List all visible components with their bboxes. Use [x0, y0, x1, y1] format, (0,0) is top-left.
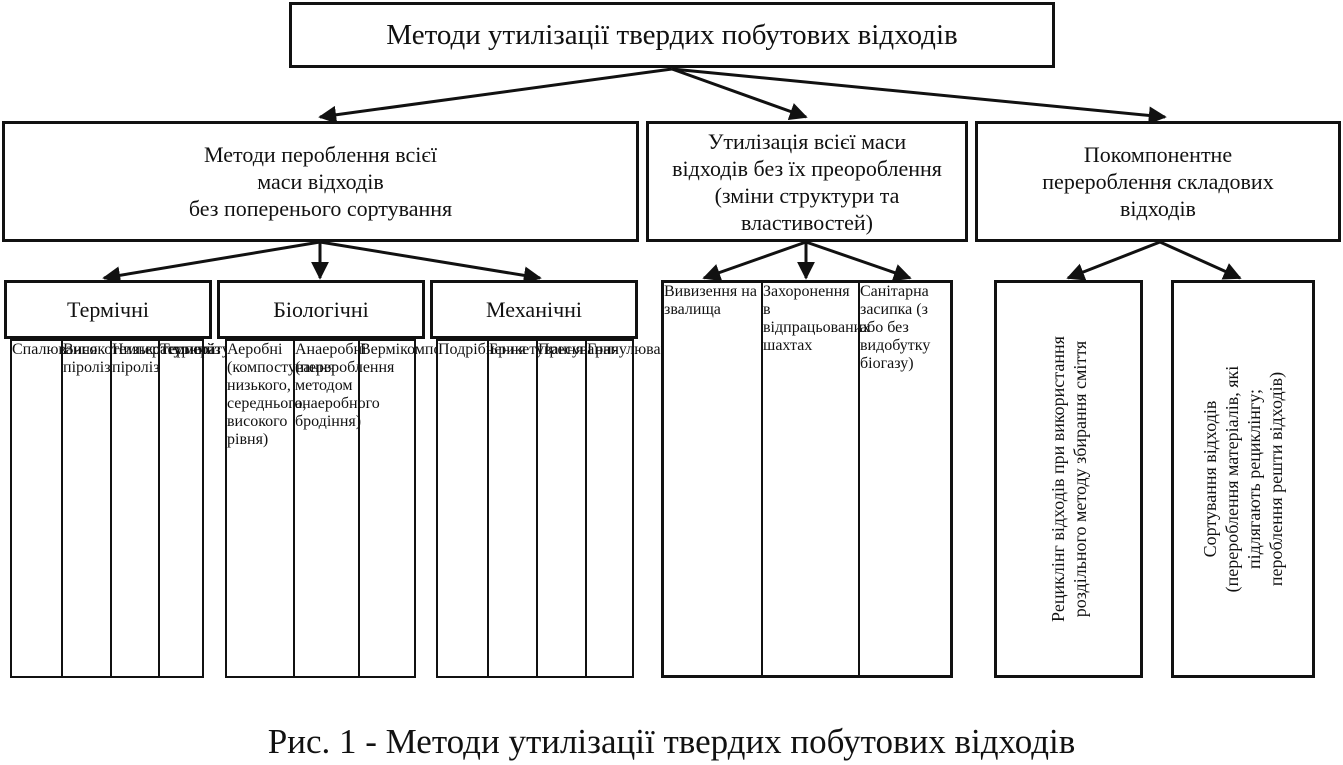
- leaf-item: Вермікомпостування: [358, 341, 503, 676]
- leaf-item: Подрібнення: [438, 341, 526, 676]
- figure-caption: Рис. 1 - Методи утилізації твердих побут…: [267, 722, 1076, 761]
- leaf-item-label: Анаеробні (перероблення методом анаеробн…: [295, 341, 395, 430]
- branch-bulk-processing-label: Методи пероблення всієї маси відходів бе…: [188, 142, 453, 221]
- leaf-item-label: Термоліз: [160, 341, 221, 358]
- diagram-title-text: Методи утилізації твердих побутових відх…: [386, 18, 958, 51]
- arrow: [671, 67, 808, 121]
- leaf-item: Спалювання: [12, 341, 97, 676]
- group-thermal: Термічні: [4, 280, 212, 339]
- branch-component-processing: Покомпонентне перероблення складових від…: [975, 121, 1341, 242]
- leaf-item-label: Високотемпературний піроліз: [63, 341, 216, 376]
- connector-arrows: [102, 67, 1242, 285]
- leaf-item: Термоліз: [158, 341, 221, 676]
- branch-bulk-processing: Методи пероблення всієї маси відходів бе…: [2, 121, 639, 242]
- arrow: [1159, 240, 1242, 280]
- arrow: [805, 240, 912, 282]
- arrow: [318, 67, 673, 124]
- leaf-item: Захоронення в відпрацьованих шахтах: [761, 283, 870, 675]
- leaf-branch-disposal-items: Вивизення на звалища Захоронення в відпр…: [661, 280, 953, 678]
- leaf-item: Низькотемпературний піроліз: [110, 341, 264, 676]
- leaf-item-label: Подрібнення: [438, 341, 526, 358]
- group-mechanical: Механічні: [430, 280, 638, 339]
- arrow: [702, 240, 807, 282]
- leaf-item: Високотемпературний піроліз: [61, 341, 215, 676]
- leaf-item-label: Захоронення в відпрацьованих шахтах: [763, 283, 871, 354]
- leaf-item-label: Гранулювання: [587, 341, 686, 358]
- diagram-title: Методи утилізації твердих побутових відх…: [289, 2, 1055, 68]
- leaf-item: Анаеробні (перероблення методом анаеробн…: [293, 341, 394, 676]
- group-biological-label: Біологічні: [273, 296, 369, 322]
- group-biological: Біологічні: [217, 280, 425, 339]
- group-thermal-label: Термічні: [66, 296, 150, 322]
- leaf-item: Аеробні (компостування низького, середнь…: [227, 341, 335, 676]
- branch-component-processing-label: Покомпонентне перероблення складових від…: [1042, 142, 1274, 221]
- leaf-item: Вивизення на звалища: [664, 283, 761, 675]
- leaf-item-label: Пресування: [538, 341, 619, 358]
- leaf-item-label: Аеробні (компостування низького, середнь…: [227, 341, 335, 448]
- arrow: [671, 67, 1167, 125]
- leaf-item: Гранулювання: [585, 341, 685, 676]
- leaf-group-biological-items: Аеробні (компостування низького, середнь…: [225, 339, 503, 678]
- leaf-item-label: Брикетування: [489, 341, 583, 358]
- leaf-item-label: Спалювання: [12, 341, 98, 358]
- arrow: [102, 240, 321, 285]
- leaf-item-label: Вивизення на звалища: [664, 283, 757, 318]
- leaf-group-thermal-items: Спалювання Високотемпературний піроліз Н…: [10, 339, 264, 678]
- leaf-item-label: Санітарна засипка (з або без видобутку б…: [860, 283, 931, 372]
- waste-methods-diagram: Методи утилізації твердих побутових відх…: [2, 2, 1341, 678]
- arrow: [319, 240, 542, 285]
- leaf-item: Пресування: [536, 341, 619, 676]
- leaf-sorting: Сортування відходів (перероблення матері…: [1171, 280, 1315, 678]
- branch-bulk-disposal: Утилізація всієї маси відходів без їх пр…: [646, 121, 968, 242]
- leaf-item-label: Сортування відходів (перероблення матері…: [1200, 365, 1286, 593]
- arrow: [1066, 240, 1161, 281]
- group-mechanical-label: Механічні: [485, 296, 583, 322]
- leaf-group-mechanical-items: Подрібнення Брикетування Пресування Гран…: [436, 339, 685, 678]
- leaf-item: Санітарна засипка (з або без видобутку б…: [858, 283, 950, 675]
- leaf-recycling-separate: Рециклінг відходів при використання розд…: [994, 280, 1143, 678]
- leaf-item: Брикетування: [487, 341, 583, 676]
- branch-bulk-disposal-label: Утилізація всієї маси відходів без їх пр…: [672, 128, 942, 235]
